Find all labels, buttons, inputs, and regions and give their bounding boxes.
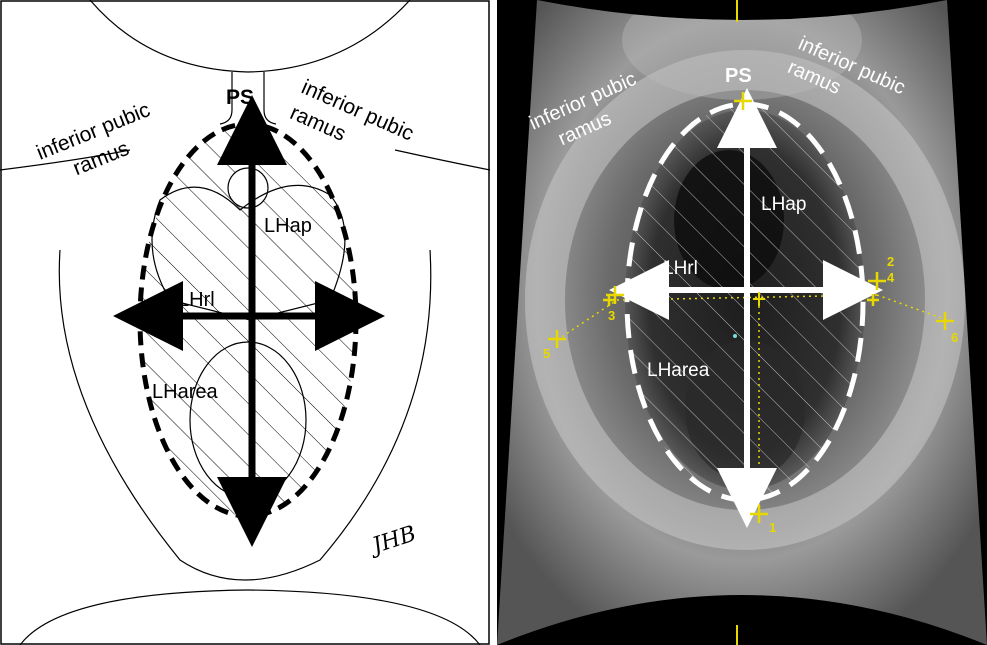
schematic-drawing: PS inferior pubic ramus inferior pubic r… (0, 0, 490, 645)
svg-text:3: 3 (608, 308, 615, 323)
schematic-panel: PS inferior pubic ramus inferior pubic r… (0, 0, 490, 645)
svg-text:6: 6 (951, 330, 958, 345)
ultrasound-panel: 1 2 4 3 5 6 (497, 0, 987, 645)
lhap-label: LHap (761, 194, 806, 215)
ps-label: PS (226, 86, 254, 109)
caliper-marker-2: 2 (887, 254, 894, 269)
lhrl-label: LHrl (178, 289, 215, 311)
lhap-label: LHap (264, 215, 312, 237)
ps-label: PS (725, 65, 752, 87)
ultrasound-image: 1 2 4 3 5 6 (497, 0, 987, 645)
lharea-label: LHarea (647, 360, 710, 381)
urethra-circle (228, 168, 268, 208)
lhrl-label: LHrl (663, 258, 698, 279)
center-dot (733, 334, 737, 338)
svg-text:4: 4 (887, 270, 895, 285)
svg-text:5: 5 (543, 346, 550, 361)
svg-text:2: 2 (887, 254, 894, 269)
lharea-label: LHarea (152, 381, 218, 403)
svg-text:1: 1 (769, 520, 776, 535)
